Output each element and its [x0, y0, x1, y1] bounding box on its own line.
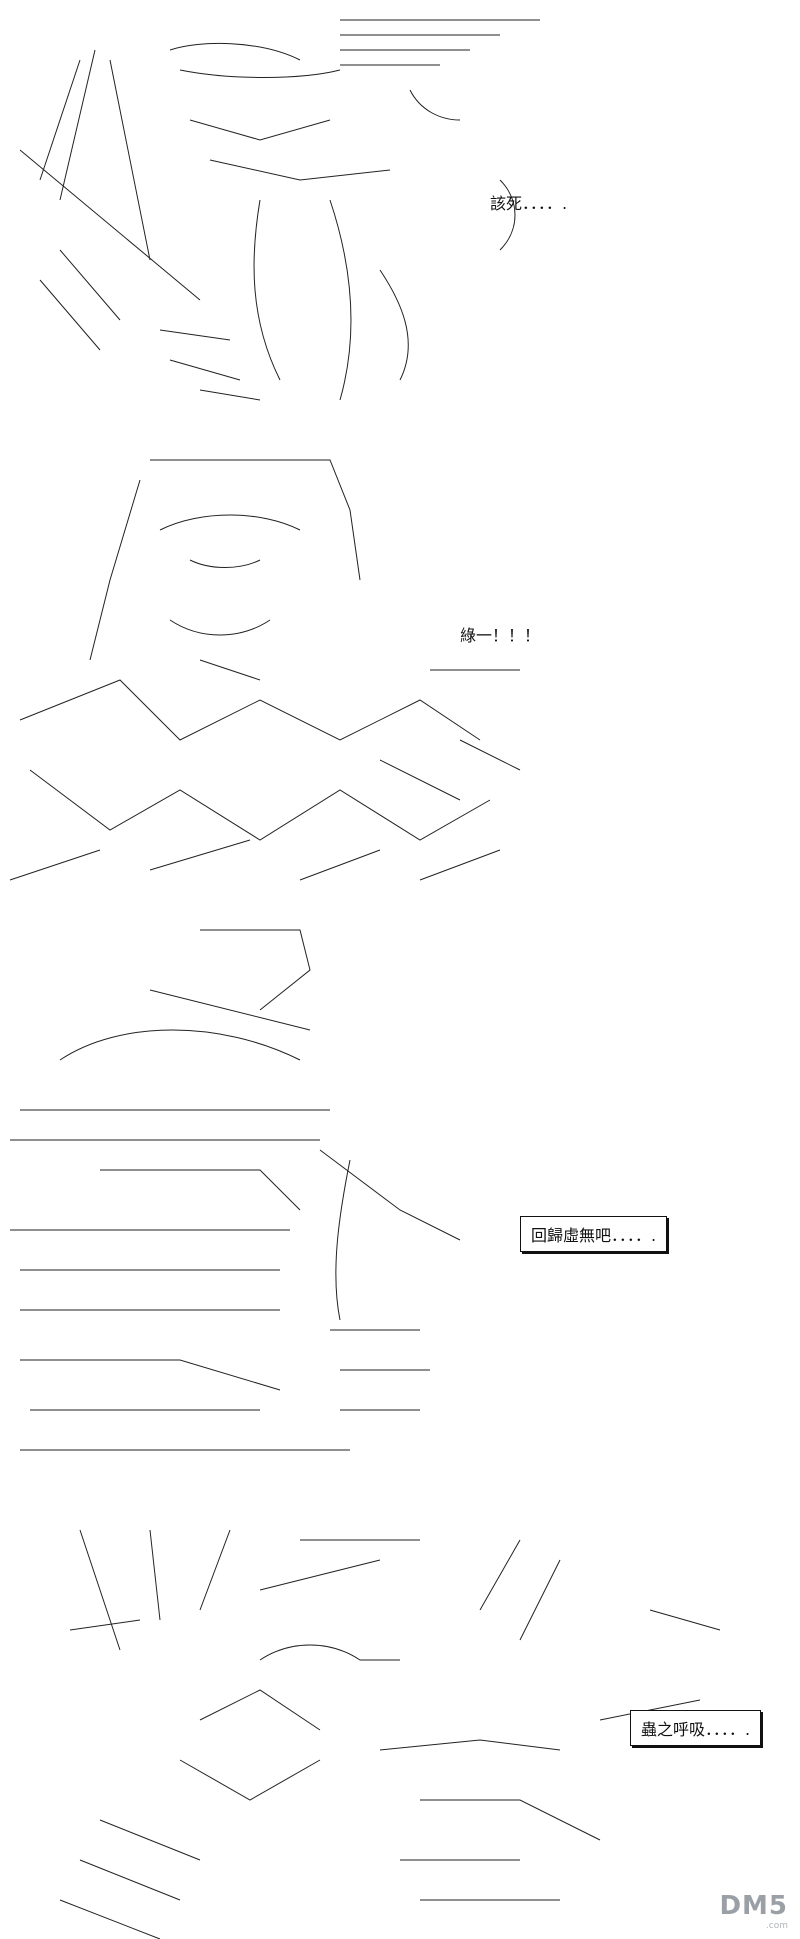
watermark-logo: DM5 .com [719, 1891, 788, 1931]
ascii-art-figure-3 [10, 929, 461, 1451]
caption-1: 該死．．．．. [490, 194, 568, 213]
watermark-domain: .com [765, 1921, 788, 1931]
watermark-brand: DM5 [719, 1891, 788, 1921]
caption-3: 回歸虛無吧．．．．. [520, 1216, 668, 1252]
ascii-art-figure-2 [9, 459, 521, 881]
panel-2: 綠一！！！ [0, 440, 800, 910]
panel-3: 回歸虛無吧．．．．. [0, 910, 800, 1500]
caption-4: 蟲之呼吸．．．．. [630, 1710, 762, 1746]
panel-4: 蟲之呼吸．．．．. [0, 1500, 800, 1939]
caption-2: 綠一！！！ [460, 626, 541, 645]
ascii-art-figure-1 [19, 19, 540, 401]
ascii-art-figure-4 [59, 1529, 721, 1939]
panel-1: 該死．．．．. [0, 0, 800, 440]
